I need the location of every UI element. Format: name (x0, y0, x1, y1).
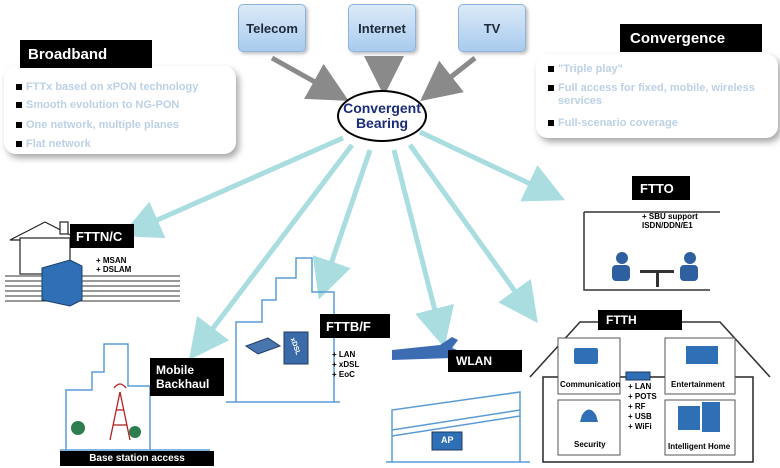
mobile-building (60, 343, 210, 451)
fttb-switch (244, 337, 282, 355)
fttb-dslam (283, 331, 309, 365)
arrow-ftto (418, 129, 566, 202)
tower-icon (109, 383, 131, 441)
fttb-details: + LAN + xDSL + EoC (332, 350, 360, 379)
service-telecom: Telecom (238, 4, 306, 52)
fttb-building (226, 257, 340, 403)
arrow-mobile (188, 143, 354, 360)
convergence-item: "Triple play" (548, 63, 773, 76)
tv-arrow (420, 56, 477, 102)
arrow-fttn (120, 135, 345, 239)
room-entertainment: Entertainment (671, 380, 725, 389)
broadband-item: Smooth evolution to NG-PON (16, 99, 236, 112)
fttn-lines (5, 275, 180, 302)
ftto-people (612, 252, 698, 287)
fttn-details: + MSAN + DSLAM (96, 256, 132, 274)
arrow-ftth (407, 143, 538, 324)
ftto-title: FTTO (632, 176, 690, 200)
broadband-panel: FTTx based on xPON technology Smooth evo… (4, 66, 236, 154)
broadband-item: One network, multiple planes (16, 119, 236, 132)
room-communication: Communication (560, 380, 621, 389)
service-tv: TV (458, 4, 526, 52)
center-line1: Convergent (343, 100, 421, 116)
ftth-rooms (557, 337, 736, 456)
convergence-item: Full access for fixed, mobile, wireless … (548, 82, 773, 108)
ont-device (625, 371, 651, 381)
arrow-fttb (312, 149, 373, 300)
convergence-item: Full-scenario coverage (548, 117, 773, 130)
telecom-arrow (270, 55, 349, 101)
ftth-title: FTTH (598, 310, 682, 330)
fttn-cabinet (41, 259, 83, 307)
ftto-details: + SBU support ISDN/DDN/E1 (642, 212, 698, 230)
mobile-title: Mobile Backhaul (150, 358, 224, 396)
convergence-panel: "Triple play" Full access for fixed, mob… (536, 54, 778, 138)
mobile-caption: Base station access (60, 451, 214, 466)
ap-label: AP (441, 435, 454, 445)
room-icons (574, 346, 720, 432)
room-intelligent-home: Intelligent Home (668, 442, 731, 451)
center-line2: Bearing (355, 115, 409, 131)
ftth-services: + LAN + POTS + RF + USB + WiFi (628, 382, 657, 431)
mobile-title-line2: Backhaul (156, 377, 210, 391)
arrow-wlan (391, 149, 454, 348)
service-internet: Internet (348, 4, 416, 52)
convergence-title: Convergence (620, 24, 762, 52)
broadband-item: FTTx based on xPON technology (16, 81, 236, 94)
fttb-title: FTTB/F (320, 314, 390, 338)
ap-device (431, 431, 463, 451)
broadband-title: Broadband (20, 40, 152, 68)
mobile-title-line1: Mobile (156, 363, 194, 377)
broadband-item: Flat network (16, 138, 236, 151)
wlan-title: WLAN (448, 350, 522, 372)
room-security: Security (574, 440, 606, 449)
convergent-bearing: Convergent Bearing (337, 90, 427, 142)
wlan-building (386, 391, 530, 463)
ftto-frame (583, 211, 720, 291)
trees (71, 421, 141, 438)
fttn-title: FTTN/C (70, 224, 134, 248)
